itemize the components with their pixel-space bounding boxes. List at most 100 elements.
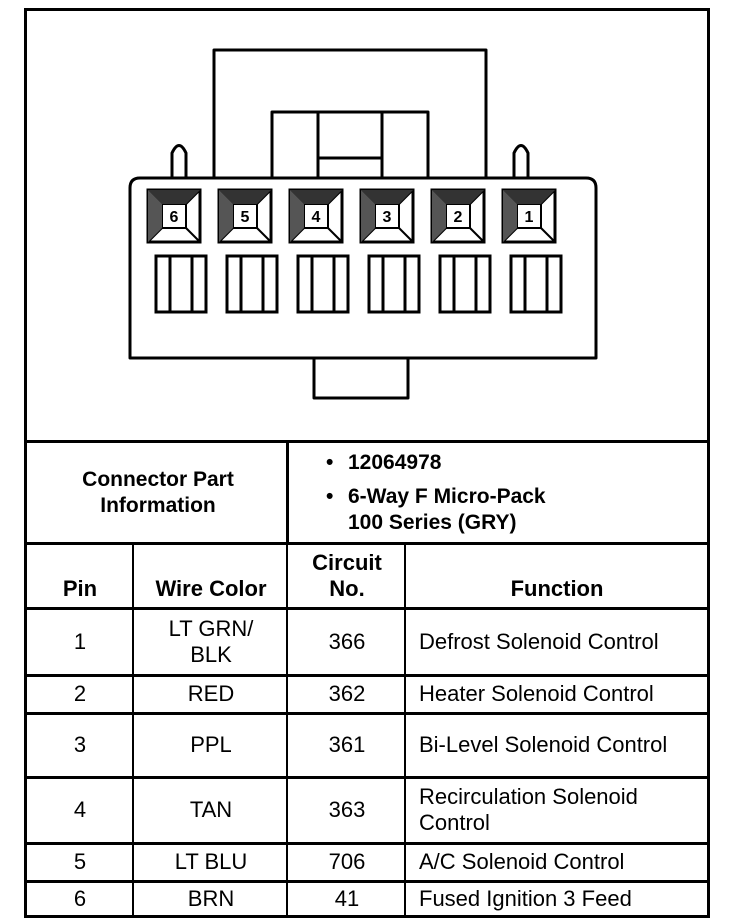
cell-function-text: Heater Solenoid Control xyxy=(419,681,654,706)
grid-line-horizontal xyxy=(24,880,710,883)
bullet: • xyxy=(326,451,334,474)
cell-circuit: 41 xyxy=(289,882,405,916)
description-item: • 6-Way F Micro-Pack 100 Series (GRY) xyxy=(326,484,696,536)
cell-wire-color-text: RED xyxy=(187,681,235,706)
cell-function: A/C Solenoid Control xyxy=(407,844,707,880)
pin-cavity-6: 6 xyxy=(146,188,202,244)
cell-function: Defrost Solenoid Control xyxy=(407,610,707,674)
cell-circuit: 366 xyxy=(289,610,405,674)
header-function: Function xyxy=(407,546,707,608)
pin-cavity-label: 4 xyxy=(312,209,321,226)
cell-pin-text: 2 xyxy=(73,681,87,706)
cell-wire-color-text: TAN xyxy=(189,797,233,822)
cell-wire-color: LT GRN/ BLK xyxy=(135,610,287,674)
cell-function: Bi-Level Solenoid Control xyxy=(407,714,707,776)
diagram-frame xyxy=(24,8,710,918)
header-pin-text: Pin xyxy=(62,576,98,601)
connector-right-tab xyxy=(512,144,530,178)
description-line-1: 6-Way F Micro-Pack xyxy=(348,485,546,508)
pin-cavity-label: 5 xyxy=(241,209,250,226)
cell-circuit: 363 xyxy=(289,778,405,842)
cell-wire-color-text: LT BLU xyxy=(174,849,248,874)
grid-line-vertical xyxy=(286,440,289,542)
terminal-slot xyxy=(509,254,563,314)
part-number-item: • 12064978 xyxy=(326,450,696,476)
bullet: • xyxy=(326,485,334,508)
cell-function-text: Defrost Solenoid Control xyxy=(419,629,659,654)
header-wire-color: Wire Color xyxy=(135,546,287,608)
grid-line-horizontal xyxy=(24,674,710,677)
cell-function-text: Fused Ignition 3 Feed xyxy=(419,886,632,911)
cell-circuit-text: 362 xyxy=(328,681,366,706)
connector-drawing: 6 5 4 3 2 1 xyxy=(128,48,598,400)
terminal-slot xyxy=(296,254,350,314)
header-circuit-text: Circuit No. xyxy=(312,550,382,601)
terminal-slot xyxy=(438,254,492,314)
grid-line-horizontal xyxy=(24,542,710,545)
part-number: 12064978 xyxy=(348,451,442,474)
grid-line-horizontal xyxy=(24,607,710,610)
grid-line-horizontal xyxy=(24,712,710,715)
cell-pin-text: 3 xyxy=(73,732,87,757)
cell-function-text: Bi-Level Solenoid Control xyxy=(419,732,668,757)
cell-function: Fused Ignition 3 Feed xyxy=(407,882,707,916)
header-wire-color-text: Wire Color xyxy=(155,576,267,601)
cell-pin: 5 xyxy=(27,844,133,880)
cell-function-text: Recirculation Solenoid Control xyxy=(419,784,638,835)
cell-wire-color: BRN xyxy=(135,882,287,916)
terminal-slot xyxy=(225,254,279,314)
cell-circuit-text: 361 xyxy=(328,732,366,757)
cell-pin: 4 xyxy=(27,778,133,842)
pin-cavity-label: 2 xyxy=(454,209,463,226)
header-circuit: Circuit No. xyxy=(289,546,405,608)
grid-line-horizontal xyxy=(24,440,710,443)
cell-circuit-text: 363 xyxy=(328,797,366,822)
connector-info-label-text: Connector Part Information xyxy=(82,468,234,517)
terminal-slot xyxy=(154,254,208,314)
terminal-slot xyxy=(367,254,421,314)
connector-left-tab xyxy=(170,144,188,178)
pin-cavity-2: 2 xyxy=(430,188,486,244)
connector-key xyxy=(312,358,410,400)
cell-wire-color-text: BRN xyxy=(187,886,235,911)
header-pin: Pin xyxy=(27,546,133,608)
cell-wire-color: PPL xyxy=(135,714,287,776)
cell-pin-text: 1 xyxy=(73,629,87,654)
connector-body xyxy=(128,176,598,360)
description-line-2: 100 Series (GRY) xyxy=(348,511,517,534)
cell-wire-color-text: LT GRN/ BLK xyxy=(168,616,254,667)
cell-circuit-text: 41 xyxy=(334,886,360,911)
cell-pin-text: 4 xyxy=(73,797,87,822)
description: 6-Way F Micro-Pack 100 Series (GRY) xyxy=(348,484,546,536)
grid-line-vertical xyxy=(404,542,406,918)
cell-pin: 3 xyxy=(27,714,133,776)
pin-cavity-1: 1 xyxy=(501,188,557,244)
cell-pin-text: 5 xyxy=(73,849,87,874)
pin-cavity-label: 3 xyxy=(383,209,392,226)
cell-circuit: 361 xyxy=(289,714,405,776)
grid-line-horizontal xyxy=(24,776,710,779)
cell-function-text: A/C Solenoid Control xyxy=(419,849,625,874)
cell-circuit-text: 366 xyxy=(328,629,366,654)
cell-circuit: 362 xyxy=(289,676,405,712)
cell-circuit-text: 706 xyxy=(328,849,366,874)
grid-line-vertical xyxy=(286,542,288,918)
connector-info-label: Connector Part Information xyxy=(27,444,289,542)
cell-circuit: 706 xyxy=(289,844,405,880)
cell-pin: 2 xyxy=(27,676,133,712)
cell-wire-color: TAN xyxy=(135,778,287,842)
cell-wire-color: LT BLU xyxy=(135,844,287,880)
grid-line-horizontal xyxy=(24,842,710,845)
pin-cavity-5: 5 xyxy=(217,188,273,244)
cell-function: Recirculation Solenoid Control xyxy=(407,778,707,842)
pin-cavity-label: 6 xyxy=(170,209,179,226)
cell-pin: 6 xyxy=(27,882,133,916)
connector-info-values: • 12064978 • 6-Way F Micro-Pack 100 Seri… xyxy=(326,450,696,536)
pin-cavity-label: 1 xyxy=(525,209,534,226)
pin-cavity-3: 3 xyxy=(359,188,415,244)
grid-line-vertical xyxy=(132,542,134,918)
cell-function: Heater Solenoid Control xyxy=(407,676,707,712)
cell-pin: 1 xyxy=(27,610,133,674)
connector-latch xyxy=(212,48,488,178)
cell-wire-color-text: PPL xyxy=(190,732,232,757)
